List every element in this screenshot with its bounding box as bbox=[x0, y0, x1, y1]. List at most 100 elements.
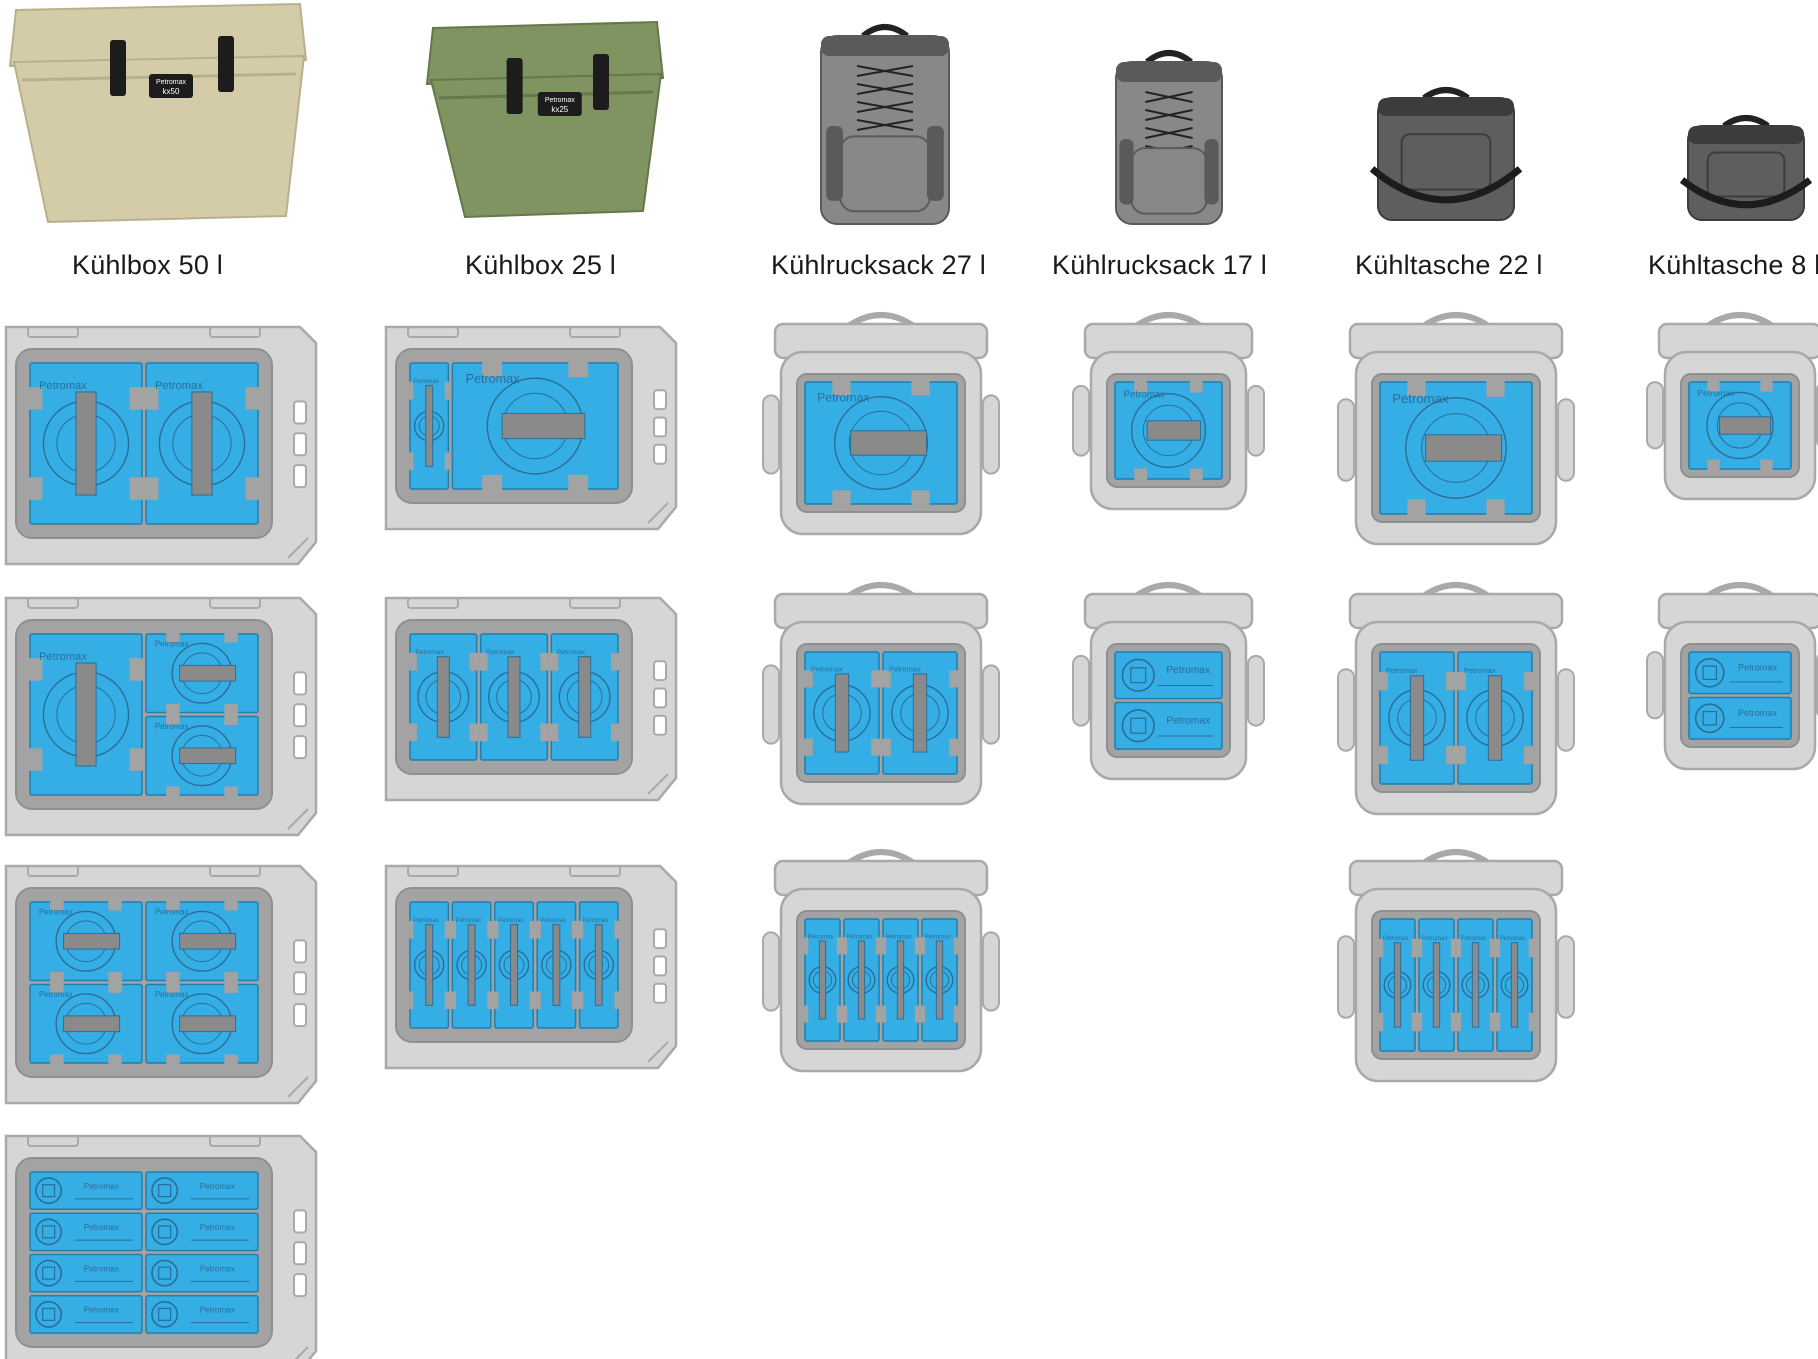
shoulder-strap-icon bbox=[1679, 177, 1813, 209]
pack-brand-text: Petromax bbox=[39, 380, 87, 392]
pack-logo-icon bbox=[1130, 392, 1207, 469]
packing-diagram: Petromax bbox=[1071, 308, 1266, 513]
packing-diagram: Petromax bbox=[1336, 308, 1576, 548]
handle-slot-icon bbox=[293, 735, 307, 760]
pack-brand-text: Petromax bbox=[817, 391, 869, 405]
cooler-backpack-illustration bbox=[820, 24, 950, 225]
front-pocket bbox=[1130, 147, 1208, 215]
ice-pack: Petromax bbox=[1688, 381, 1792, 470]
pack-logo-icon bbox=[833, 395, 929, 491]
handle-slot-icon bbox=[653, 687, 667, 709]
ice-pack: Petromax bbox=[1688, 651, 1792, 695]
handle-slot-icon bbox=[653, 443, 667, 465]
handle-slot-icon bbox=[293, 1209, 307, 1234]
ice-pack: Petromax bbox=[145, 901, 259, 982]
handle-slot-icon bbox=[293, 432, 307, 457]
pack-brand-text: Petromax bbox=[1738, 708, 1777, 718]
pack-brand-text: Petromax bbox=[886, 935, 912, 941]
product-label: Kühltasche 22 l bbox=[1355, 250, 1543, 280]
latch-icon bbox=[218, 36, 234, 92]
pack-brand-text: Petromax bbox=[1697, 388, 1735, 398]
ice-pack: Petromax bbox=[145, 1295, 259, 1334]
packing-diagram: Petromax Petromax bbox=[0, 323, 320, 568]
ice-pack: Petromax bbox=[1418, 918, 1455, 1052]
pack-logo-icon bbox=[1405, 397, 1507, 499]
product-label: Kühlrucksack 27 l bbox=[771, 250, 986, 280]
product-label: Kühlrucksack 17 l bbox=[1052, 250, 1267, 280]
handle-slot-icon bbox=[293, 400, 307, 425]
pack-brand-text: Petromax bbox=[1124, 390, 1166, 401]
ice-pack: Petromax bbox=[1379, 381, 1533, 515]
ice-pack: Petromax bbox=[29, 362, 143, 525]
pack-brand-text: Petromax bbox=[200, 1264, 235, 1273]
ice-pack: Petromax bbox=[145, 362, 259, 525]
pack-brand-text: Petromax bbox=[808, 935, 834, 941]
ice-pack: Petromax bbox=[409, 633, 478, 761]
ice-pack: Petromax bbox=[29, 1212, 143, 1252]
handle-slot-icon bbox=[653, 955, 667, 977]
ice-pack: Petromax bbox=[804, 918, 841, 1042]
ice-pack: Petromax bbox=[29, 1295, 143, 1334]
pack-brand-text: Petromax bbox=[925, 935, 951, 941]
ice-pack: Petromax bbox=[843, 918, 880, 1042]
ice-pack: Petromax bbox=[1114, 701, 1223, 750]
packing-diagram-svg: Petromax bbox=[1646, 312, 1818, 501]
ice-pack: Petromax bbox=[1688, 696, 1792, 740]
pack-brand-text: Petromax bbox=[1422, 936, 1448, 942]
pack-logo-icon bbox=[151, 1300, 179, 1328]
ice-pack: Petromax bbox=[451, 362, 619, 490]
product-photo-kuehlrucksack-17 bbox=[1045, 0, 1285, 240]
ice-pack: Petromax bbox=[804, 381, 958, 505]
ice-pack: Petromax bbox=[882, 918, 919, 1042]
ice-pack: Petromax bbox=[145, 1253, 259, 1293]
pack-brand-text: Petromax bbox=[155, 990, 189, 999]
pack-brand-text: Petromax bbox=[466, 372, 521, 386]
ice-pack: Petromax bbox=[1457, 651, 1533, 785]
pack-logo-icon bbox=[151, 1259, 179, 1287]
cooler-backpack-illustration bbox=[1115, 50, 1223, 225]
packing-diagram: Petromax bbox=[1645, 308, 1818, 503]
pack-brand-text: Petromax bbox=[413, 379, 439, 385]
ice-pack: Petromax bbox=[536, 901, 577, 1029]
pack-brand-text: Petromax bbox=[84, 1306, 119, 1315]
latch-icon bbox=[110, 40, 126, 96]
pack-brand-text: Petromax bbox=[1464, 666, 1496, 675]
product-photo-svg bbox=[1115, 50, 1223, 225]
pack-logo-icon bbox=[35, 1177, 63, 1205]
ice-pack: Petromax bbox=[1379, 918, 1416, 1052]
front-pocket bbox=[839, 135, 931, 213]
pack-brand-text: Petromax bbox=[155, 380, 203, 392]
pack-brand-text: Petromax bbox=[415, 649, 444, 656]
pack-brand-text: Petromax bbox=[557, 649, 586, 656]
ice-pack: Petromax bbox=[1457, 918, 1494, 1052]
pack-brand-text: Petromax bbox=[811, 665, 843, 674]
product-photo-kuehltasche-8 bbox=[1620, 0, 1818, 240]
pack-brand-text: Petromax bbox=[39, 908, 73, 917]
pack-brand-text: Petromax bbox=[155, 908, 189, 917]
pack-logo-icon bbox=[151, 1177, 179, 1205]
cooler-bag-illustration bbox=[1679, 115, 1813, 221]
handle-slot-icon bbox=[293, 464, 307, 489]
